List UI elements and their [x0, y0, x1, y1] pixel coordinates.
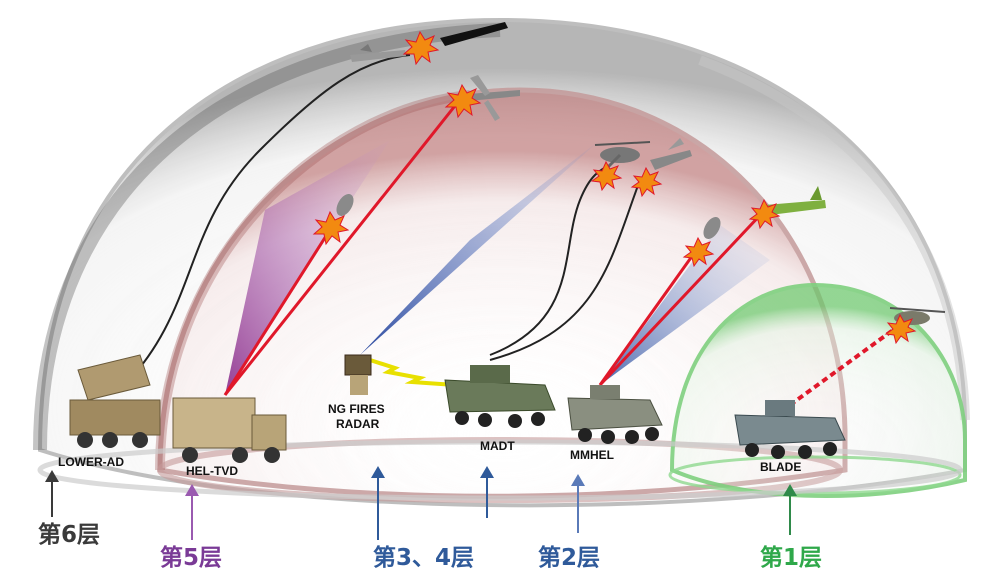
layer1-label: 第1层: [760, 545, 823, 571]
mmhel-beam-cone: [600, 225, 770, 385]
arrow-layer6: [45, 470, 59, 517]
blade-laser: [788, 323, 902, 407]
arrow-layer1: [783, 484, 797, 535]
layer34-label: 第3、4层: [373, 545, 475, 571]
label-ng-fires-line2: RADAR: [336, 417, 380, 431]
laser-line-mortar: [223, 224, 335, 396]
laser-line-mortar-2: [598, 244, 702, 386]
blade-vehicle: [734, 400, 846, 459]
mortar-icon: [703, 217, 721, 239]
label-mmhel: MMHEL: [570, 448, 614, 462]
mortar-icon: [336, 194, 354, 216]
label-hel-tvd: HEL-TVD: [186, 464, 238, 478]
explosion-icon: [402, 30, 440, 66]
layer5-label: 第5层: [160, 545, 223, 571]
arrow-layer2: [571, 474, 585, 533]
radar-link: [369, 358, 456, 387]
explosion-icon: [748, 198, 781, 230]
laser-line-jet: [598, 208, 767, 387]
layer6-label: 第6层: [38, 522, 101, 548]
radar-beam: [360, 140, 600, 355]
layer2-label: 第2层: [538, 545, 601, 571]
arrow-layer5: [185, 484, 199, 540]
explosion-icon: [590, 160, 623, 192]
label-blade: BLADE: [760, 460, 801, 474]
lower-ad-truck: [69, 354, 161, 448]
explosion-icon: [630, 166, 663, 198]
madt-vehicle: [444, 365, 556, 428]
arrow-layer34-a: [371, 466, 385, 540]
armored-vehicle-icon: [734, 400, 846, 459]
jet-icon: [765, 186, 826, 215]
mmhel-vehicle: [567, 385, 663, 444]
missile-icon: [350, 44, 406, 62]
armored-vehicle-icon: [444, 365, 556, 428]
radar-icon: [344, 354, 372, 395]
madt-trail-2: [489, 179, 641, 361]
lower-ad-trail: [119, 54, 411, 391]
laser-line-uav: [223, 96, 464, 396]
jet-icon: [650, 138, 692, 170]
label-ng-fires-line1: NG FIRES: [328, 402, 385, 416]
missile-icon: [440, 22, 508, 46]
explosion-icon: [444, 83, 482, 119]
armored-vehicle-icon: [567, 385, 663, 444]
explosion-icon: [312, 210, 350, 246]
hel-tvd-truck: [172, 397, 287, 463]
explosion-icon: [884, 313, 917, 345]
ground-ring: [37, 439, 963, 501]
truck-icon: [69, 354, 161, 448]
label-madt: MADT: [480, 439, 515, 453]
arrow-layer34-b: [480, 466, 494, 518]
truck-icon: [172, 397, 287, 463]
label-lower-ad: LOWER-AD: [58, 455, 124, 469]
explosion-icon: [682, 236, 715, 268]
